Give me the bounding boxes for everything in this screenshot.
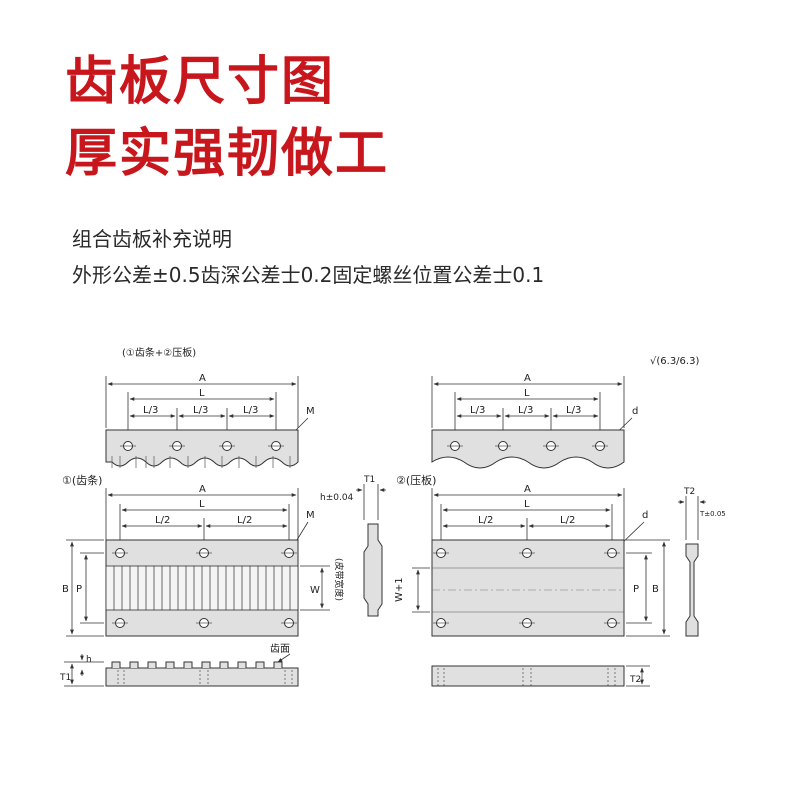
rack-label-p: P: [76, 584, 82, 595]
plate-label-p: P: [633, 584, 639, 595]
roughness-mark: √(6.3/6.3): [650, 356, 699, 367]
rack-dimensions: [66, 488, 330, 637]
rack-label-m: M: [306, 510, 315, 521]
plate-side-view: [431, 665, 650, 687]
part2-title: ②(压板): [396, 473, 436, 487]
dim-l-label: L: [199, 388, 205, 399]
top-left-caption: (①齿条+②压板): [122, 346, 196, 359]
rack-label-w: W: [310, 585, 320, 596]
plate-label-d: d: [642, 510, 648, 521]
plate-label-b: B: [652, 584, 659, 595]
note-line1: 组合齿板补充说明: [72, 227, 232, 251]
plate-dim-l: L: [524, 499, 530, 510]
dim-l3-label-right-3: L/3: [566, 405, 581, 416]
plate-dim-l2-2: L/2: [560, 515, 575, 526]
rack-dim-l2-2: L/2: [237, 515, 252, 526]
dim-a-label: A: [199, 373, 206, 384]
dim-l3-label-3: L/3: [243, 405, 258, 416]
note-line2: 外形公差±0.5齿深公差士0.2固定螺丝位置公差士0.1: [72, 263, 545, 287]
rack-side-view: [64, 653, 299, 687]
headline-line1: 齿板尺寸图: [65, 52, 336, 112]
label-m-top: M: [306, 406, 315, 417]
headline-line2: 厚实强韧做工: [65, 124, 390, 184]
dim-l3-label-right-1: L/3: [470, 405, 485, 416]
dim-l3-label-right-2: L/3: [518, 405, 533, 416]
top-left-dimensions: [105, 376, 299, 440]
plate-dim-a: A: [524, 484, 531, 495]
dim-l-label-right: L: [524, 388, 530, 399]
top-right-dimensions: [431, 376, 625, 440]
dim-a-label-right: A: [524, 373, 531, 384]
plate-side-t2: T2: [629, 675, 641, 685]
rack-side-h: h: [86, 655, 92, 665]
pressing-plate-top: [431, 429, 625, 469]
rack-dim-l2-1: L/2: [155, 515, 170, 526]
plate-t2-tolerance: T±0.05: [699, 510, 726, 518]
combined-plate-top: [105, 429, 299, 468]
rack-side-t1: T1: [59, 673, 71, 683]
plate-side-profile: [678, 496, 706, 637]
plate-label-w1: W+1: [394, 577, 405, 602]
rack-h-tolerance: h±0.04: [320, 493, 354, 503]
rack-label-b: B: [62, 584, 69, 595]
rack-dim-l: L: [199, 499, 205, 510]
plate-plan-view: [431, 539, 625, 637]
dim-l3-label-1: L/3: [143, 405, 158, 416]
rack-dim-a: A: [199, 484, 206, 495]
belt-width-label: (皮带宽度): [333, 558, 345, 601]
label-d-top: d: [632, 406, 638, 417]
rack-side-profile: [356, 484, 386, 617]
part1-title: ①(齿条): [62, 473, 102, 487]
dim-l3-label-2: L/3: [193, 405, 208, 416]
tooth-surface-label: 齿面: [270, 643, 290, 655]
plate-label-t2: T2: [683, 487, 695, 497]
plate-dim-l2-1: L/2: [478, 515, 493, 526]
rack-plan-view: [105, 539, 299, 637]
rack-label-t1: T1: [363, 475, 375, 485]
